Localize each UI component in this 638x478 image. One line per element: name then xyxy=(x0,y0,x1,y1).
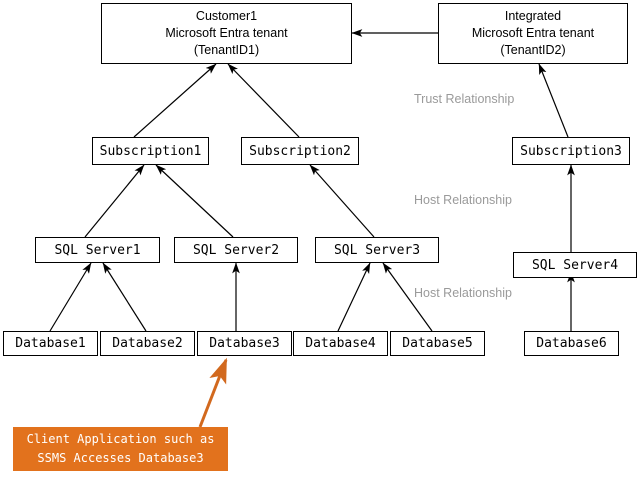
database4-label: Database4 xyxy=(305,336,376,351)
tenant1-line-1: Customer1 xyxy=(195,9,258,23)
database3-label: Database3 xyxy=(209,336,280,351)
label-host-relationship-upper: Host Relationship xyxy=(414,193,512,207)
node-server1[interactable]: SQL Server1 xyxy=(35,237,160,263)
tenant2-line-2: Microsoft Entra tenant xyxy=(471,26,595,40)
node-subscription1[interactable]: Subscription1 xyxy=(92,137,209,165)
subscription2-label: Subscription2 xyxy=(249,143,351,159)
node-tenant2[interactable]: Integrated Microsoft Entra tenant (Tenan… xyxy=(438,3,628,64)
node-database1[interactable]: Database1 xyxy=(3,331,98,356)
edge-server1-to-subscription1 xyxy=(84,164,145,238)
label-trust-relationship: Trust Relationship xyxy=(414,92,515,106)
subscription1-label: Subscription1 xyxy=(99,143,202,159)
node-database3[interactable]: Database3 xyxy=(197,331,292,356)
database2-label: Database2 xyxy=(112,336,183,351)
edge-callout-to-database3 xyxy=(198,357,228,428)
callout-line-1: Client Application such as xyxy=(26,432,215,446)
server3-label: SQL Server3 xyxy=(333,242,421,258)
edge-database4-to-server3 xyxy=(337,262,371,332)
tenant1-line-2: Microsoft Entra tenant xyxy=(165,26,288,40)
server2-label: SQL Server2 xyxy=(192,242,280,258)
server1-label: SQL Server1 xyxy=(54,242,141,258)
node-server2[interactable]: SQL Server2 xyxy=(174,237,298,263)
tenant2-line-1: Integrated xyxy=(504,9,562,23)
edge-subscription3-to-tenant2 xyxy=(538,63,569,138)
edge-server2-to-subscription1 xyxy=(155,164,234,238)
node-subscription2[interactable]: Subscription2 xyxy=(241,137,359,165)
node-database5[interactable]: Database5 xyxy=(390,331,485,356)
edge-database1-to-server1 xyxy=(49,262,92,332)
edge-server3-to-subscription2 xyxy=(309,164,375,238)
edge-database2-to-server1 xyxy=(102,262,147,332)
node-database4[interactable]: Database4 xyxy=(293,331,388,356)
subscription3-label: Subscription3 xyxy=(520,143,622,159)
node-server4[interactable]: SQL Server4 xyxy=(513,252,637,278)
database1-label: Database1 xyxy=(15,336,86,351)
database6-label: Database6 xyxy=(536,336,607,351)
server4-label: SQL Server4 xyxy=(531,257,619,273)
callout-line-2: SSMS Accesses Database3 xyxy=(37,451,204,465)
node-database2[interactable]: Database2 xyxy=(100,331,195,356)
edge-subscription1-to-tenant1 xyxy=(133,63,217,138)
tenant1-line-3: (TenantID1) xyxy=(193,43,260,57)
node-subscription3[interactable]: Subscription3 xyxy=(512,137,630,165)
node-tenant1[interactable]: Customer1 Microsoft Entra tenant (Tenant… xyxy=(101,3,352,64)
tenant2-line-3: (TenantID2) xyxy=(500,43,566,57)
edge-subscription2-to-tenant1 xyxy=(227,63,300,138)
node-database6[interactable]: Database6 xyxy=(524,331,619,356)
node-server3[interactable]: SQL Server3 xyxy=(315,237,439,263)
callout-client-application[interactable]: Client Application such as SSMS Accesses… xyxy=(13,427,228,471)
database5-label: Database5 xyxy=(402,336,473,351)
label-host-relationship-lower: Host Relationship xyxy=(414,286,512,300)
